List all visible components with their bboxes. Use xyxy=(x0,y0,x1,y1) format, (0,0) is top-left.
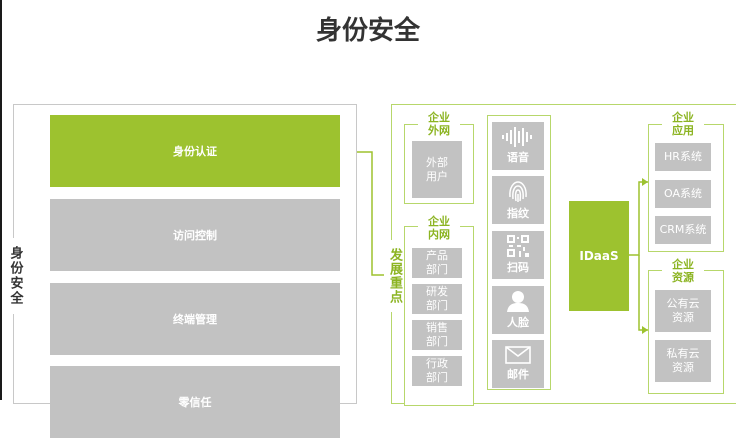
auth-method-qr-label: 扫码 xyxy=(507,261,529,274)
resource-public-cloud: 公有云资源 xyxy=(655,290,711,332)
left-item-endpoint-management: 终端管理 xyxy=(50,283,340,355)
qr-code-icon xyxy=(507,235,529,257)
page-title: 身份安全 xyxy=(315,15,420,46)
auth-method-face: 人脸 xyxy=(492,286,544,334)
left-divider xyxy=(0,0,2,400)
app-crm-system: CRM系统 xyxy=(655,216,711,244)
idaas-node: IDaaS xyxy=(569,201,629,311)
envelope-icon xyxy=(505,346,531,364)
internal-admin-dept: 行政部门 xyxy=(412,356,462,386)
fingerprint-icon xyxy=(509,181,527,202)
group-external-title: 企业外网 xyxy=(418,110,460,138)
arrowhead-apps xyxy=(642,178,648,186)
focus-label: 发展重点 xyxy=(384,240,404,312)
app-oa-system: OA系统 xyxy=(655,180,711,208)
arrowhead-resources xyxy=(642,326,648,334)
group-resources-title: 企业资源 xyxy=(662,257,704,285)
group-apps-title: 企业应用 xyxy=(662,110,704,138)
side-label: 身份安全 xyxy=(3,238,27,314)
auth-method-email-label: 邮件 xyxy=(507,368,529,381)
auth-method-fingerprint-label: 指纹 xyxy=(507,207,529,220)
auth-method-fingerprint: 指纹 xyxy=(492,176,544,224)
internal-rnd-dept: 研发部门 xyxy=(412,284,462,314)
auth-method-voice: 语音 xyxy=(492,122,544,170)
resource-private-cloud: 私有云资源 xyxy=(655,340,711,382)
external-users-box: 外部用户 xyxy=(412,141,462,198)
auth-method-voice-label: 语音 xyxy=(507,151,529,164)
left-item-identity-auth: 身份认证 xyxy=(50,115,340,187)
left-item-zero-trust: 零信任 xyxy=(50,366,340,438)
face-person-icon xyxy=(507,291,529,312)
auth-method-qr: 扫码 xyxy=(492,231,544,279)
internal-product-dept: 产品部门 xyxy=(412,248,462,278)
app-hr-system: HR系统 xyxy=(655,143,711,171)
voice-waveform-icon xyxy=(502,127,532,147)
internal-sales-dept: 销售部门 xyxy=(412,320,462,350)
auth-method-face-label: 人脸 xyxy=(507,316,529,329)
group-internal-title: 企业内网 xyxy=(418,214,460,242)
left-item-access-control: 访问控制 xyxy=(50,199,340,271)
auth-method-email: 邮件 xyxy=(492,340,544,388)
